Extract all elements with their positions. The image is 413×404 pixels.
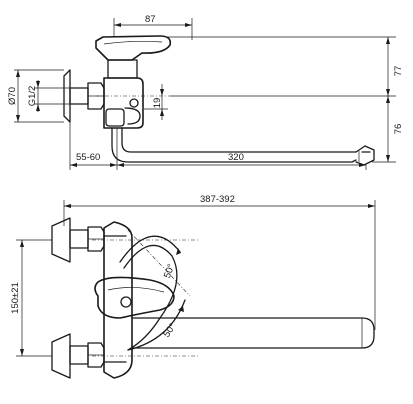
front-lower-flange: [51, 333, 71, 379]
dim-wall-distance: 55-60: [76, 152, 100, 163]
dim-handle-offset: 87: [145, 14, 156, 25]
dim-flange-diameter: Ø70: [7, 87, 18, 105]
side-view: [63, 35, 375, 166]
dim-handle-angle-lower: 50°: [161, 321, 178, 339]
side-handle-lever: [95, 35, 172, 61]
front-spout: [131, 317, 375, 349]
front-upper-flange: [51, 217, 71, 263]
front-dimensions: 387-392 150±21 50° 50°: [10, 194, 376, 357]
side-wall-flange: [63, 69, 71, 123]
front-view: [51, 217, 375, 379]
front-mixer-body: [103, 221, 133, 379]
dim-thread: G1/2: [27, 86, 38, 107]
dim-handle-angle-upper: 50°: [162, 262, 177, 279]
dim-spout-length: 320: [228, 152, 244, 163]
dim-height-lower: 76: [393, 124, 404, 135]
side-dimensions: 87 77 76 19 Ø70 G1/2: [7, 14, 404, 170]
dim-height-upper: 77: [393, 66, 404, 77]
dim-outlet-offset: 19: [152, 98, 163, 109]
dim-overall-length: 387-392: [200, 194, 235, 205]
dim-connection-spacing: 150±21: [10, 282, 21, 314]
side-mixer-body: [103, 77, 144, 129]
side-connector: [69, 87, 89, 105]
front-handle-lever: [94, 276, 175, 319]
front-handle-range-arc: [123, 244, 178, 351]
